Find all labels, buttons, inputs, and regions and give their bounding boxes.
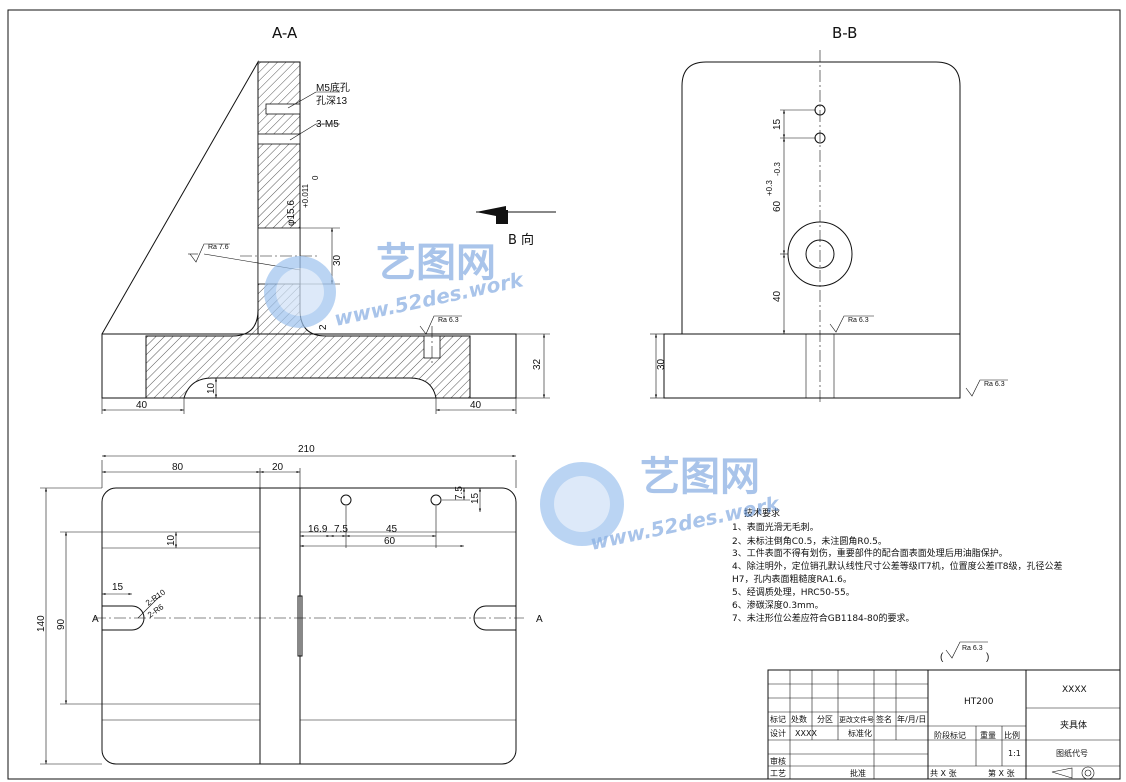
svg-text:210: 210 [298,444,315,455]
svg-text:45: 45 [386,524,398,535]
svg-text:+0.3: +0.3 [765,180,774,196]
svg-text:): ) [986,652,989,663]
part-name: 夹具体 [1060,719,1087,731]
tech-notes: 技术要求 1、表面光滑无毛刺。 2、未标注倒角C0.5，未注圆角R0.5。 3、… [732,507,1062,663]
svg-text:更改文件号: 更改文件号 [839,715,874,724]
svg-text:分区: 分区 [817,715,833,724]
watermark-top: 艺图网 www.52des.work [264,240,527,331]
svg-text:共 X 张: 共 X 张 [930,769,957,778]
tech-note-item: 2、未标注倒角C0.5，未注圆角R0.5。 [732,535,887,547]
svg-text:φ15.6: φ15.6 [286,200,297,226]
svg-text:90: 90 [56,618,67,630]
svg-text:15: 15 [772,118,783,130]
general-roughness: Ra 6.3 [962,645,983,652]
svg-text:(: ( [940,652,944,663]
svg-text:Ra 7.6: Ra 7.6 [208,244,229,251]
svg-text:图纸代号: 图纸代号 [1056,748,1088,758]
svg-text:XXXX: XXXX [795,729,817,738]
section-bb-view: B-B 15 60 +0.3 -0.3 40 30 Ra 6.3 Ra 6.3 [650,24,1008,404]
svg-text:2: 2 [318,324,329,330]
svg-text:3-M5: 3-M5 [316,119,339,130]
svg-text:艺图网: 艺图网 [376,240,496,286]
tech-note-item: 1、表面光滑无毛刺。 [732,521,819,533]
b-direction-label: B 向 [508,232,534,248]
svg-text:80: 80 [172,462,184,473]
title-block: 标记 处数 分区 更改文件号 签名 年/月/日 设计 XXXX 标准化 审核 工… [767,669,1121,780]
tech-notes-heading: 技术要求 [744,507,780,519]
tech-note-item: 5、经调质处理，HRC50-55。 [732,586,855,598]
tech-note-item: 4、除注明外，定位销孔默认线性尺寸公差等级IT7机，位置度公差IT8级，孔径公差 [732,560,1062,572]
svg-text:重量: 重量 [980,730,996,740]
section-aa-title: A-A [272,24,298,42]
svg-text:60: 60 [384,536,396,547]
svg-text:工艺: 工艺 [770,769,786,778]
svg-text:40: 40 [772,290,783,302]
svg-text:标记: 标记 [770,714,786,724]
svg-text:签名: 签名 [876,714,892,724]
tech-note-item: 3、工件表面不得有划伤，重要部件的配合面表面处理后用油脂保护。 [732,547,1008,559]
svg-text:Ra 6.3: Ra 6.3 [984,381,1005,388]
svg-text:Ra 6.3: Ra 6.3 [438,317,459,324]
svg-text:0: 0 [311,175,320,180]
tech-note-item: H7，孔内表面粗糙度RA1.6。 [732,573,852,585]
svg-text:第 X 张: 第 X 张 [988,768,1015,778]
material-label: HT200 [964,697,994,707]
svg-text:-0.3: -0.3 [773,162,782,176]
svg-text:16.9: 16.9 [308,524,328,535]
svg-text:60: 60 [772,200,783,212]
tech-note-item: 6、渗碳深度0.3mm。 [732,599,824,611]
svg-text:年/月/日: 年/月/日 [897,714,926,724]
svg-text:处数: 处数 [791,714,807,724]
svg-text:30: 30 [332,254,343,266]
drawing-frame [7,9,1121,780]
svg-text:Ra 6.3: Ra 6.3 [848,317,869,324]
section-aa-view: A-A M5底孔 孔深13 3-M5 30 φ15.6 +0.011 0 2 [101,24,556,414]
svg-text:140: 140 [36,615,47,632]
svg-text:标准化: 标准化 [848,728,872,738]
svg-text:+0.011: +0.011 [301,183,310,208]
plan-view: 210 80 20 140 90 10 15 2-R10 2-R6 A A 16… [36,444,543,765]
section-aa-hatch [145,61,471,399]
svg-text:7.5: 7.5 [334,524,348,535]
section-bb-title: B-B [832,24,857,42]
svg-text:30: 30 [656,358,667,370]
svg-text:A: A [92,614,99,625]
svg-text:M5底孔: M5底孔 [316,81,350,94]
svg-text:32: 32 [532,358,543,370]
svg-text:艺图网: 艺图网 [640,454,760,500]
svg-text:孔深13: 孔深13 [316,95,348,107]
svg-text:1:1: 1:1 [1008,749,1021,758]
svg-text:15: 15 [470,492,481,504]
svg-text:设计: 设计 [770,728,786,738]
svg-text:A: A [536,614,543,625]
svg-text:20: 20 [272,462,284,473]
svg-text:比例: 比例 [1004,730,1020,740]
svg-text:审核: 审核 [770,756,786,766]
svg-text:批准: 批准 [850,768,866,778]
svg-text:7.5: 7.5 [454,486,465,500]
part-code: XXXX [1062,685,1087,695]
svg-text:40: 40 [470,400,482,411]
svg-text:10: 10 [206,382,217,394]
svg-text:10: 10 [166,534,177,546]
svg-text:阶段标记: 阶段标记 [934,730,966,740]
svg-text:40: 40 [136,400,148,411]
svg-text:15: 15 [112,582,124,593]
tech-note-item: 7、未注形位公差应符合GB1184-80的要求。 [732,612,914,624]
